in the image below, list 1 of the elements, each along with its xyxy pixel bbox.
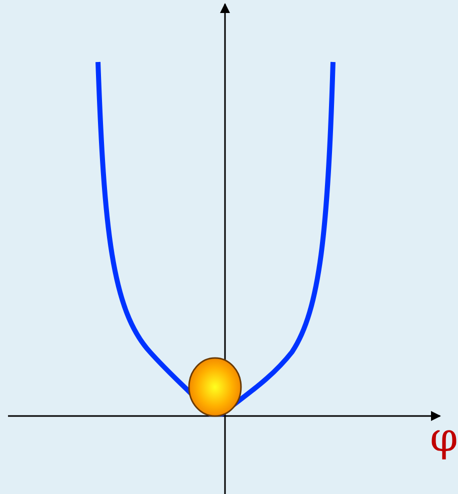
axis-label: φ: [430, 418, 458, 458]
